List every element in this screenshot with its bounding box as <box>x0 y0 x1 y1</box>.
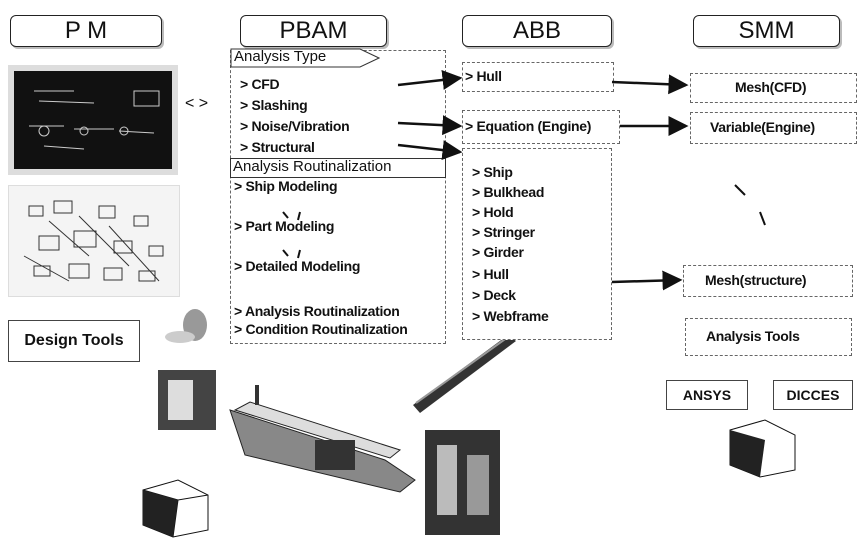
connector-arrows <box>0 0 858 551</box>
